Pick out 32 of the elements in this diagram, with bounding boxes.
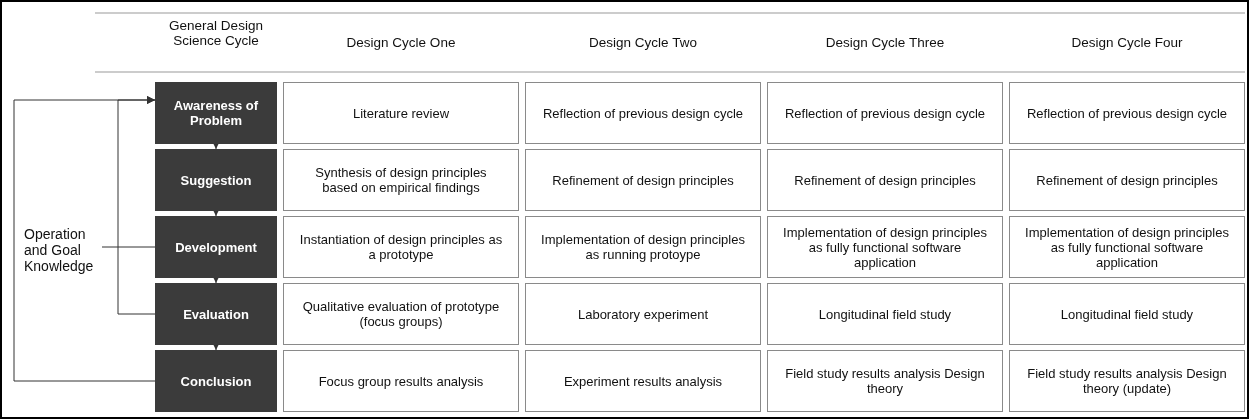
step-box: Conclusion bbox=[155, 350, 277, 412]
step-box: Evaluation bbox=[155, 283, 277, 345]
column-header: Design Cycle One bbox=[345, 35, 457, 50]
activity-box: Reflection of previous design cycle bbox=[767, 82, 1003, 144]
connector-line bbox=[101, 246, 156, 248]
step-box: Awareness of Problem bbox=[155, 82, 277, 144]
step-box: Suggestion bbox=[155, 149, 277, 211]
activity-box: Longitudinal field study bbox=[1009, 283, 1245, 345]
activity-box: Reflection of previous design cycle bbox=[525, 82, 761, 144]
column-header: Design Cycle Three bbox=[824, 35, 946, 50]
step-box: Development bbox=[155, 216, 277, 278]
activity-box: Qualitative evaluation of prototype (focus groups) bbox=[283, 283, 519, 345]
activity-box: Laboratory experiment bbox=[525, 283, 761, 345]
activity-box: Reflection of previous design cycle bbox=[1009, 82, 1245, 144]
activity-box: Experiment results analysis bbox=[525, 350, 761, 412]
activity-box: Instantiation of design principles as a prototype bbox=[283, 216, 519, 278]
activity-box: Refinement of design principles bbox=[767, 149, 1003, 211]
activity-box: Focus group results analysis bbox=[283, 350, 519, 412]
activity-box: Refinement of design principles bbox=[525, 149, 761, 211]
column-header: Design Cycle Two bbox=[588, 35, 698, 50]
feedback-arrow bbox=[117, 96, 156, 315]
activity-box: Field study results analysis Design theory bbox=[767, 350, 1003, 412]
column-header: General Design Science Cycle bbox=[168, 18, 264, 48]
column-header: Design Cycle Four bbox=[1070, 35, 1184, 50]
activity-box: Synthesis of design principles based on empirical findings bbox=[283, 149, 519, 211]
activity-box: Field study results analysis Design theory (update) bbox=[1009, 350, 1245, 412]
activity-box: Longitudinal field study bbox=[767, 283, 1003, 345]
activity-box: Literature review bbox=[283, 82, 519, 144]
activity-box: Implementation of design principles as running protoype bbox=[525, 216, 761, 278]
activity-box: Refinement of design principles bbox=[1009, 149, 1245, 211]
activity-box: Implementation of design principles as fully functional software application bbox=[1009, 216, 1245, 278]
activity-box: Implementation of design principles as fully functional software application bbox=[767, 216, 1003, 278]
